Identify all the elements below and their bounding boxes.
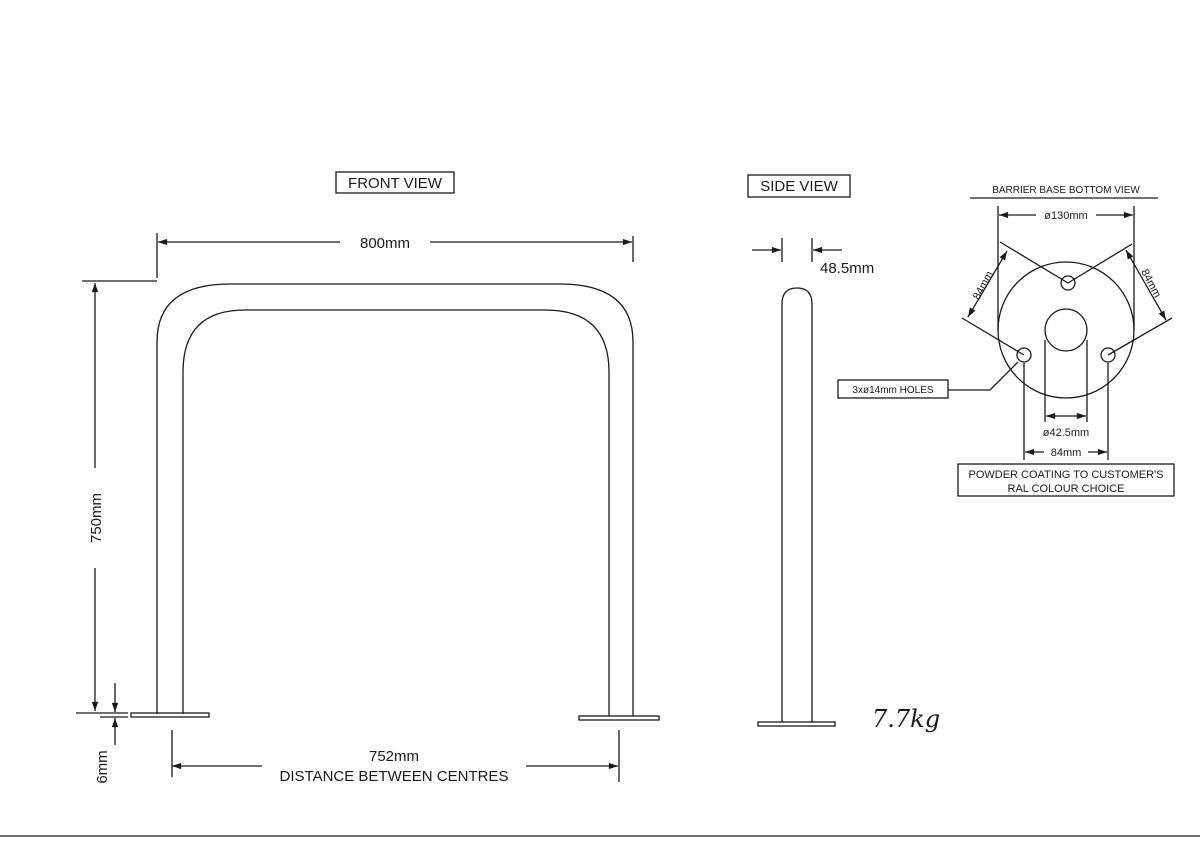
hole-spacing-left-label: 84mm	[971, 269, 996, 302]
hole-spacing-left-dimension: 84mm	[961, 241, 1069, 356]
hole-spacing-right-dimension: 84mm	[1067, 243, 1173, 356]
centres-dimension-label: 752mm	[369, 748, 419, 765]
hole-spacing-bottom-label: 84mm	[1051, 447, 1082, 459]
mounting-hole-right	[1100, 347, 1116, 363]
right-base-plate	[578, 715, 660, 721]
plate-diameter-dimension: ø130mm	[997, 206, 1135, 330]
width-dimension: 800mm	[156, 233, 634, 278]
side-tube-outline	[781, 287, 813, 722]
side-view-title-box	[747, 174, 851, 198]
hole-spacing-bottom-dimension: 84mm	[1023, 363, 1109, 460]
front-view-title: FRONT VIEW	[348, 175, 443, 192]
height-dimension-label: 750mm	[88, 493, 105, 543]
hoop-outer-outline	[156, 283, 634, 716]
centre-bore	[1044, 308, 1088, 352]
side-view-title: SIDE VIEW	[760, 178, 838, 195]
front-view: FRONT VIEW 800mm 750mm	[76, 171, 660, 785]
hoop-inner-outline	[182, 309, 610, 716]
finish-note: POWDER COATING TO CUSTOMER'S RAL COLOUR …	[957, 463, 1175, 497]
plate-thickness-dimension: 6mm	[76, 683, 128, 784]
centres-caption: DISTANCE BETWEEN CENTRES	[280, 768, 509, 785]
plate-thickness-label: 6mm	[94, 750, 111, 783]
side-view: SIDE VIEW 48.5mm	[747, 174, 874, 727]
side-base-plate	[757, 721, 836, 727]
finish-note-line2: RAL COLOUR CHOICE	[1008, 483, 1125, 495]
mounting-hole-left	[1016, 347, 1032, 363]
holes-callout-label: 3xø14mm HOLES	[852, 385, 933, 396]
centres-dimension: 752mm DISTANCE BETWEEN CENTRES	[171, 730, 620, 785]
tube-diameter-label: 48.5mm	[820, 260, 874, 277]
finish-note-line1: POWDER COATING TO CUSTOMER'S	[968, 469, 1163, 481]
tube-diameter-dimension: 48.5mm	[752, 238, 874, 277]
bore-diameter-dimension: ø42.5mm	[1043, 340, 1089, 439]
mounting-hole-top	[1060, 275, 1076, 291]
bore-diameter-label: ø42.5mm	[1043, 427, 1089, 439]
front-view-title-box	[335, 171, 455, 194]
plate-diameter-label: ø130mm	[1044, 210, 1087, 222]
base-view-title: BARRIER BASE BOTTOM VIEW	[992, 185, 1140, 196]
width-dimension-label: 800mm	[360, 235, 410, 252]
hole-spacing-right-label: 84mm	[1138, 267, 1163, 300]
height-dimension: 750mm	[82, 280, 157, 712]
weight-note: 7.7kg	[872, 705, 940, 733]
base-bottom-view: BARRIER BASE BOTTOM VIEW ø130mm 84mm	[837, 185, 1175, 497]
holes-callout: 3xø14mm HOLES	[837, 361, 1019, 399]
left-base-plate	[130, 712, 210, 718]
